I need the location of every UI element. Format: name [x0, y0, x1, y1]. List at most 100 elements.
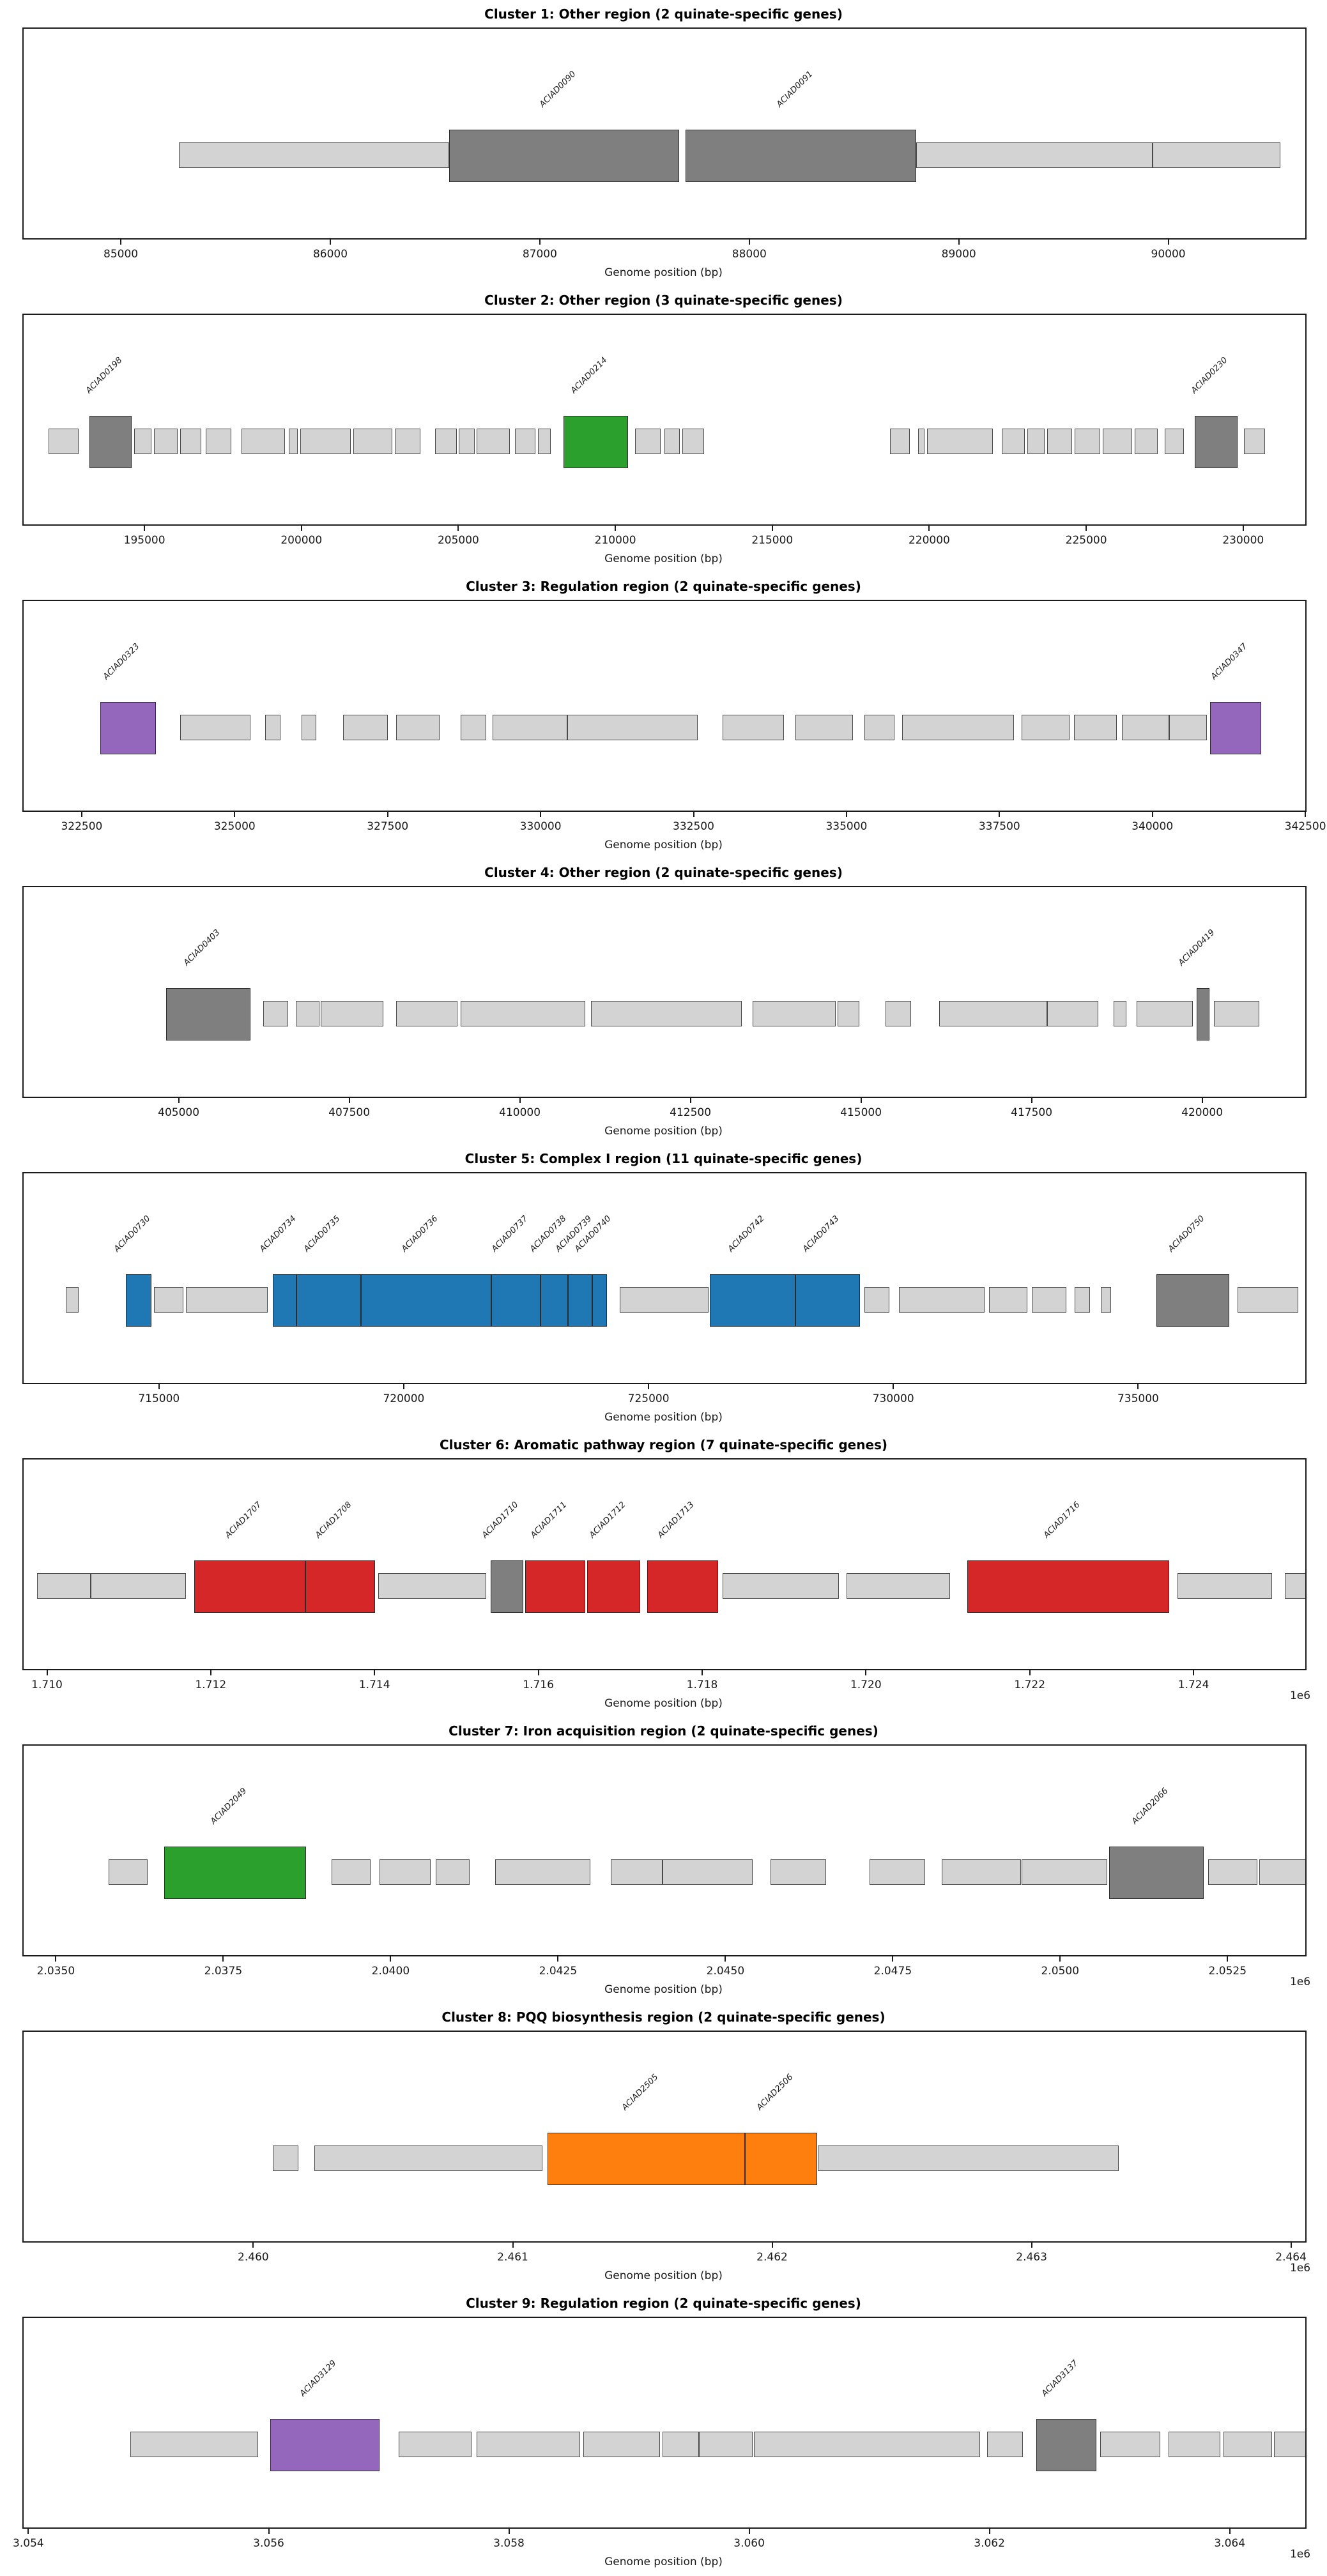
x-tick-label: 2.0450 [706, 1965, 745, 1978]
x-tick-mark [539, 240, 541, 245]
x-tick-mark [387, 812, 388, 817]
axis-offset-label: 1e6 [1289, 2262, 1311, 2275]
cluster-panel-1: Cluster 1: Other region (2 quinate-speci… [0, 0, 1327, 286]
x-tick-label: 3.056 [253, 2537, 284, 2550]
background-gene-box [590, 1001, 742, 1026]
x-tick-label: 1.710 [31, 1679, 63, 1691]
x-tick-mark [390, 1956, 392, 1962]
x-axis-label: Genome position (bp) [604, 1411, 723, 1424]
x-tick-label: 1.712 [195, 1679, 227, 1691]
x-tick-label: 2.0400 [371, 1965, 410, 1978]
x-tick-label: 89000 [941, 248, 976, 261]
x-tick-mark [222, 1956, 224, 1962]
background-gene-box [435, 1859, 470, 1885]
background-gene-box [459, 429, 475, 454]
x-tick-mark [748, 240, 750, 245]
x-tick-label: 725000 [627, 1392, 670, 1405]
quinate-gene-box [1194, 416, 1238, 468]
x-tick-label: 1.718 [686, 1679, 718, 1691]
x-tick-mark [865, 1670, 867, 1675]
x-tick-mark [81, 812, 82, 817]
x-tick-mark [252, 2243, 254, 2248]
background-gene-box [1074, 429, 1100, 454]
cluster-title: Cluster 8: PQQ biosynthesis region (2 qu… [441, 2009, 886, 2025]
background-gene-box [48, 429, 79, 454]
quinate-gene-box [89, 416, 132, 468]
background-gene-box [514, 429, 535, 454]
x-axis-label: Genome position (bp) [604, 1125, 723, 1138]
cluster-panel-3: Cluster 3: Regulation region (2 quinate-… [0, 572, 1327, 858]
x-tick-mark [540, 812, 542, 817]
gene-label: ACIAD0734 [258, 1214, 298, 1254]
background-gene-box [1031, 1287, 1067, 1313]
x-axis-label: Genome position (bp) [604, 266, 723, 279]
background-gene-box [395, 429, 420, 454]
gene-label: ACIAD0735 [302, 1214, 342, 1254]
gene-label: ACIAD0347 [1209, 641, 1250, 682]
background-gene-box [1259, 1859, 1305, 1885]
gene-label: ACIAD1712 [587, 1500, 628, 1541]
x-tick-label: 2.461 [497, 2251, 528, 2264]
x-tick-label: 1.716 [523, 1679, 554, 1691]
gene-label: ACIAD1711 [528, 1500, 569, 1541]
background-gene-box [379, 1859, 431, 1885]
quinate-gene-box [1036, 2419, 1097, 2471]
background-gene-box [722, 1573, 839, 1599]
background-gene-box [477, 429, 510, 454]
background-gene-box [1027, 429, 1045, 454]
background-gene-box [185, 1287, 268, 1313]
x-tick-mark [771, 526, 773, 531]
background-gene-box [1100, 1287, 1111, 1313]
gene-label: ACIAD1710 [480, 1500, 521, 1541]
background-gene-box [864, 715, 894, 740]
background-gene-box [134, 429, 151, 454]
background-gene-box [435, 429, 457, 454]
background-gene-box [1165, 429, 1184, 454]
quinate-gene-box [166, 988, 250, 1040]
background-gene-box [1274, 2432, 1305, 2457]
gene-label: ACIAD0750 [1166, 1214, 1207, 1254]
x-tick-mark [374, 1670, 376, 1675]
background-gene-box [1002, 429, 1025, 454]
quinate-gene-box [490, 1560, 523, 1613]
background-gene-box [1208, 1859, 1258, 1885]
x-tick-mark [403, 1384, 404, 1389]
quinate-gene-box [525, 1560, 586, 1613]
x-tick-mark [1031, 1098, 1032, 1103]
x-tick-label: 1.722 [1014, 1679, 1046, 1691]
x-tick-label: 205000 [437, 534, 479, 547]
background-gene-box [320, 1001, 383, 1026]
x-tick-label: 3.064 [1214, 2537, 1246, 2550]
background-gene-box [1237, 1287, 1298, 1313]
background-gene-box [795, 715, 853, 740]
background-gene-box [817, 2145, 1119, 2171]
background-gene-box [1134, 429, 1158, 454]
background-gene-box [1047, 1001, 1099, 1026]
cluster-panel-4: Cluster 4: Other region (2 quinate-speci… [0, 858, 1327, 1145]
x-tick-label: 86000 [312, 248, 348, 261]
x-tick-mark [648, 1384, 650, 1389]
background-gene-box [1021, 1859, 1107, 1885]
gene-label: ACIAD1713 [656, 1500, 696, 1541]
background-gene-box [722, 715, 785, 740]
x-tick-mark [893, 1384, 894, 1389]
x-tick-mark [748, 2529, 750, 2534]
background-gene-box [178, 142, 449, 168]
background-gene-box [567, 715, 698, 740]
gene-label: ACIAD0090 [537, 69, 578, 110]
background-gene-box [1153, 142, 1281, 168]
quinate-gene-box [296, 1274, 361, 1327]
quinate-gene-box [1108, 1847, 1204, 1899]
background-gene-box [398, 2432, 472, 2457]
background-gene-box [583, 2432, 661, 2457]
x-tick-label: 335000 [825, 820, 868, 833]
x-tick-label: 720000 [383, 1392, 425, 1405]
quinate-gene-box [305, 1560, 375, 1613]
x-tick-label: 87000 [522, 248, 557, 261]
x-tick-label: 420000 [1181, 1106, 1223, 1119]
x-tick-label: 3.058 [493, 2537, 525, 2550]
quinate-gene-box [647, 1560, 718, 1613]
background-gene-box [332, 1859, 371, 1885]
quinate-gene-box [1156, 1274, 1229, 1327]
